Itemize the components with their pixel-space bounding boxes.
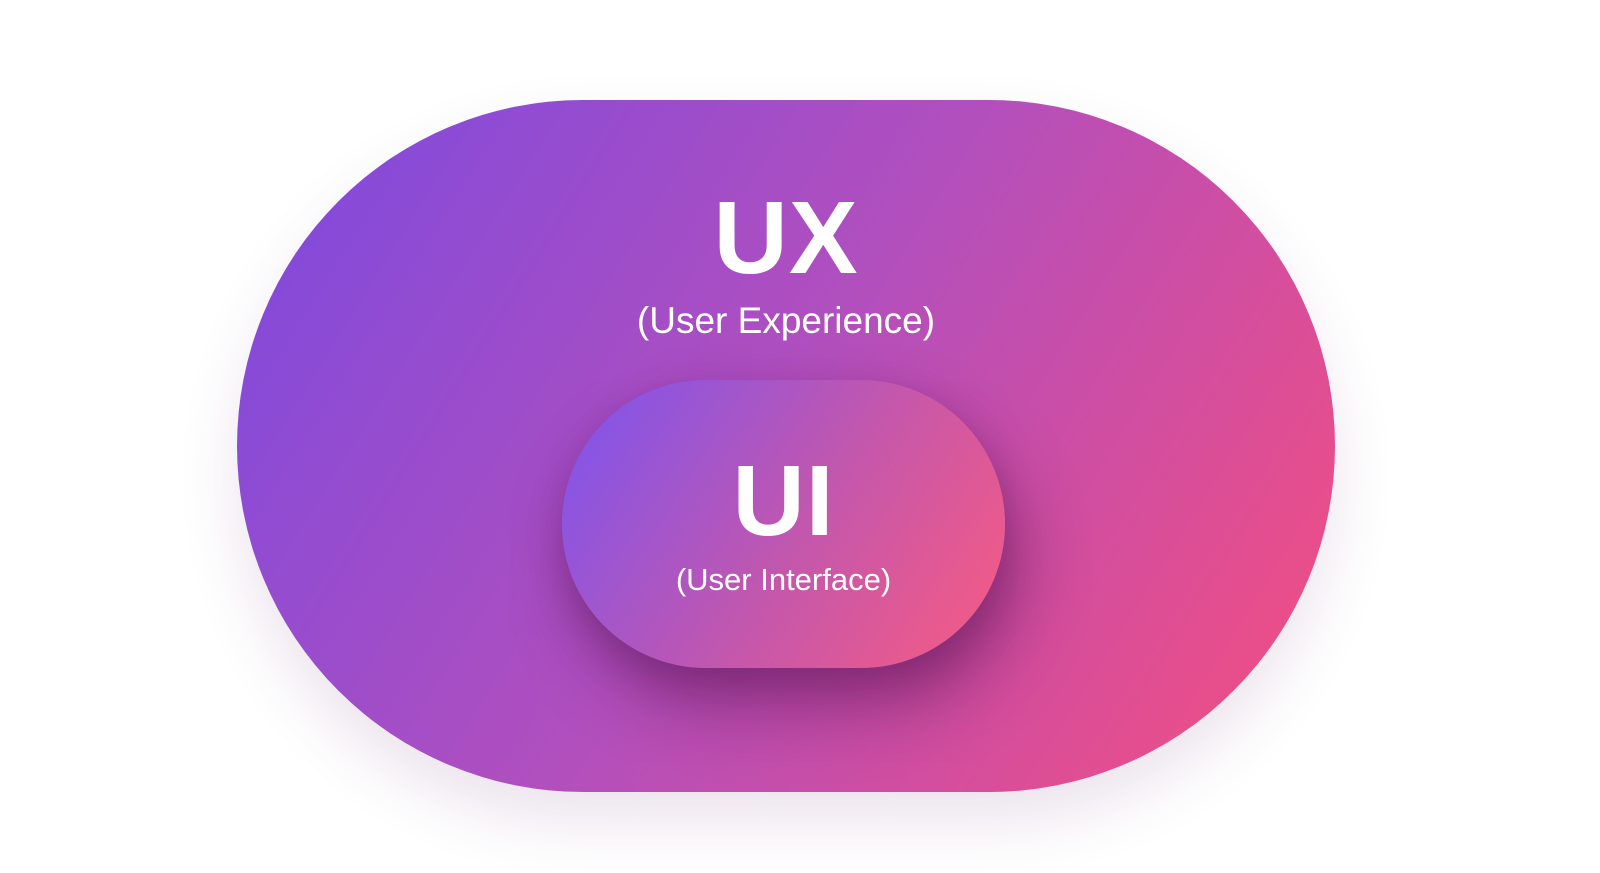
ux-title: UX: [713, 180, 859, 295]
ux-region: UX (User Experience) UI (User Interface): [237, 100, 1335, 792]
ui-title: UI: [732, 445, 835, 557]
ui-region: UI (User Interface): [562, 380, 1005, 668]
ux-subtitle: (User Experience): [636, 300, 936, 341]
ui-subtitle: (User Interface): [675, 562, 892, 597]
